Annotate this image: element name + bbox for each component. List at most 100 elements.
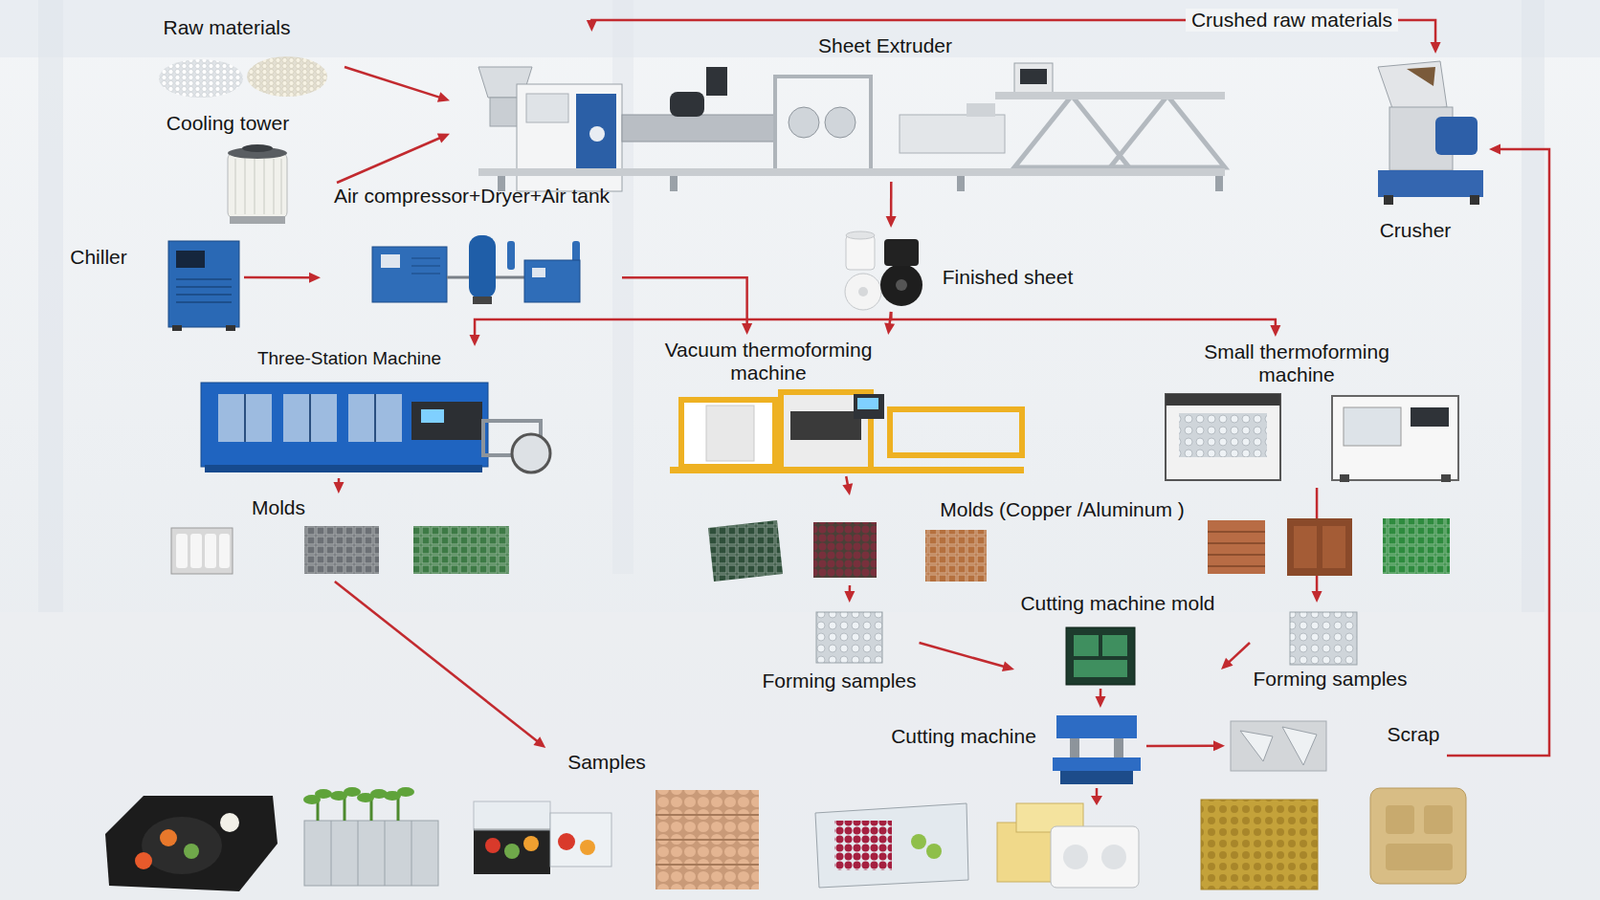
flow-line <box>1146 745 1216 749</box>
arrow-head <box>1221 658 1234 670</box>
three-station-molds <box>219 533 230 569</box>
arrow-head <box>1488 144 1501 156</box>
arrow-head <box>1430 42 1442 54</box>
machine-node: Chiller <box>57 243 245 335</box>
product-samples <box>1423 805 1453 835</box>
vacuum-thermoforming-machine <box>681 400 776 467</box>
product-samples <box>1063 844 1089 870</box>
factory-background <box>1521 0 1545 613</box>
product-samples <box>655 790 759 890</box>
node-label: Sheet Extruder <box>818 34 953 58</box>
small-thermoforming-machines <box>1441 474 1451 483</box>
product-samples <box>397 787 415 798</box>
cutting-die <box>1102 635 1128 657</box>
vacuum-machine-molds <box>708 520 783 582</box>
air-compressor-dryer-tank <box>532 267 546 278</box>
flow-line <box>336 137 442 183</box>
machine-node: Three-Station Machine <box>186 346 556 479</box>
cutting-press <box>1060 771 1134 785</box>
sheet-extruder-line <box>589 126 605 142</box>
product-samples <box>834 821 892 871</box>
flow-arrow <box>1221 643 1250 670</box>
machine-node: Cooling tower <box>153 109 302 228</box>
vacuum-thermoforming-machine <box>857 398 879 410</box>
vacuum-machine-molds <box>925 530 987 582</box>
cutting-die <box>1073 635 1099 657</box>
sheet-extruder-line <box>576 93 617 175</box>
chiller-unit <box>176 250 205 268</box>
three-station-machine <box>411 401 483 441</box>
node-label: Forming samples <box>1252 667 1407 691</box>
node-label: Chiller <box>69 245 128 269</box>
sheet-extruder-line <box>526 93 569 123</box>
node-label: Forming samples <box>761 669 916 693</box>
flow-line <box>622 277 748 326</box>
arrow-head <box>741 323 753 335</box>
three-station-molds <box>171 526 510 575</box>
product-samples <box>815 803 969 889</box>
product-samples <box>220 813 240 833</box>
small-machine-molds <box>1207 520 1266 575</box>
sheet-extruder-line <box>1014 63 1053 94</box>
machine-node: Cutting machine <box>880 708 1147 791</box>
flow-arrow <box>244 272 321 284</box>
small-machine-molds <box>1207 518 1450 575</box>
scrap-pile <box>1230 721 1327 772</box>
air-compressor-dryer-tank <box>507 241 515 270</box>
arrow-head <box>844 591 855 603</box>
sheet-extruder-line <box>899 114 1005 154</box>
arrow-head <box>842 483 853 496</box>
machine-node: Cutting machine mold <box>1014 589 1222 689</box>
arrow-head <box>1269 325 1281 337</box>
air-compressor-dryer-tank <box>372 246 447 303</box>
node-label: Vacuum thermoforming machine <box>656 338 882 385</box>
small-machine-molds <box>1382 518 1450 575</box>
sheet-extruder-line <box>1110 95 1225 168</box>
product-samples <box>317 798 399 822</box>
flow-arrow <box>344 66 450 103</box>
arrow-head <box>469 334 481 347</box>
node-label: Molds <box>251 496 306 520</box>
vacuum-machine-molds <box>813 522 877 578</box>
arrow-head <box>1095 696 1107 709</box>
flow-arrow <box>844 585 855 603</box>
sheet-extruder-line <box>1020 68 1047 85</box>
node-label: Finished sheet <box>942 266 1074 289</box>
arrow-head <box>437 133 450 143</box>
node-label: Molds (Copper /Aluminum ) <box>939 498 1185 522</box>
flow-line <box>244 276 312 280</box>
cooling-tower <box>227 153 288 219</box>
product-samples <box>331 821 412 887</box>
cutting-die <box>1066 627 1135 686</box>
sheet-extruder-line <box>706 66 728 96</box>
node-label: Raw materials <box>162 16 290 40</box>
scrap-pile <box>1240 727 1317 766</box>
sheet-extruder-line <box>995 91 1225 100</box>
three-station-machine <box>204 465 483 473</box>
product-samples <box>105 787 1467 892</box>
finished-sheet-rolls <box>884 239 919 267</box>
finished-sheet-rolls <box>845 235 875 270</box>
product-samples <box>183 844 200 860</box>
small-thermoforming-machines <box>1178 413 1267 458</box>
factory-background <box>38 0 64 613</box>
cutting-press <box>1069 738 1080 758</box>
three-station-machine <box>244 394 376 443</box>
product-samples <box>911 834 927 850</box>
small-machine-molds <box>1207 532 1266 567</box>
flow-arrow <box>1095 688 1107 709</box>
crusher-machine <box>1406 66 1436 87</box>
finished-sheet-rolls <box>844 231 923 311</box>
product-samples <box>557 833 576 851</box>
arrow-head <box>533 736 546 749</box>
machine-node: Finished sheet <box>837 227 1082 312</box>
cutting-die <box>1066 627 1135 686</box>
arrow-head <box>586 20 598 32</box>
flow-arrow <box>884 311 895 335</box>
vacuum-machine-molds <box>708 520 783 582</box>
arrow-head <box>884 322 895 335</box>
sheet-extruder-line <box>956 176 965 192</box>
